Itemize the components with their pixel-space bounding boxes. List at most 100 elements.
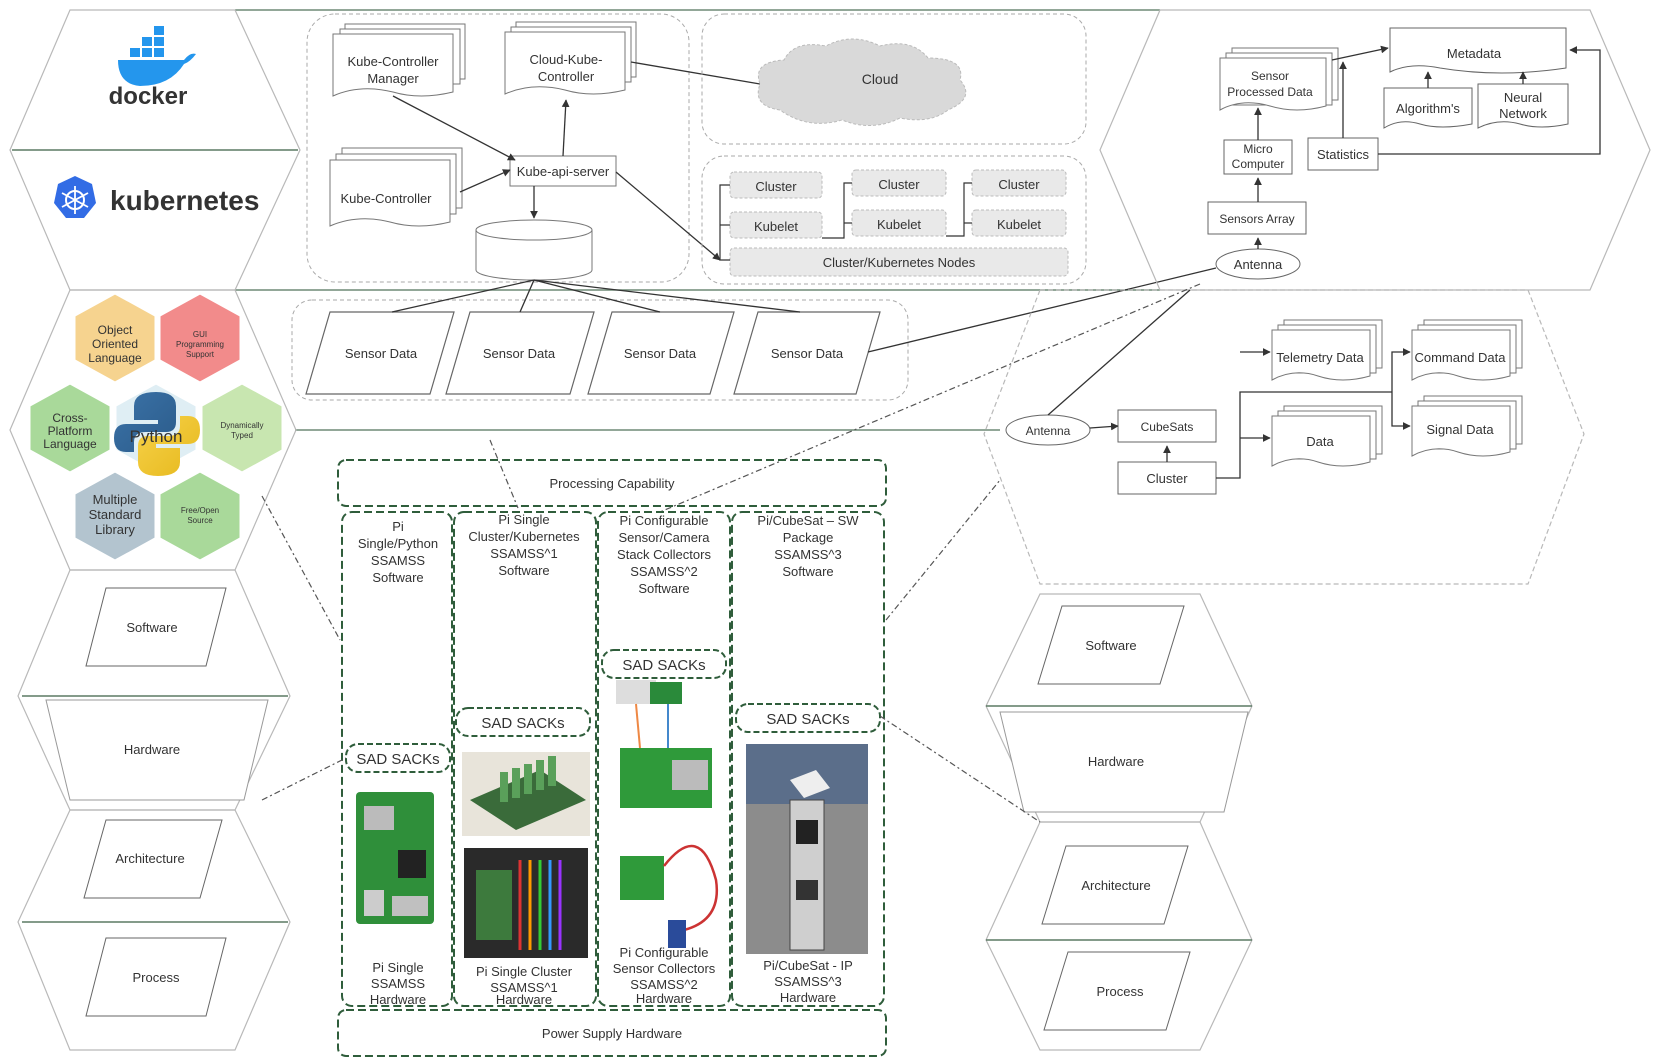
col4-top-1: Pi/CubeSat – SW — [757, 513, 859, 528]
algorithms-label: Algorithm's — [1396, 101, 1460, 116]
col4-top-3: SSAMSS^3 — [774, 547, 842, 562]
docker-logo-text: docker — [109, 83, 188, 110]
right-architecture: Architecture — [1081, 878, 1150, 893]
processing-label: Processing Capability — [549, 476, 675, 491]
processed-2: Processed Data — [1227, 85, 1313, 99]
kubelet-3-label: Kubelet — [997, 217, 1041, 232]
oo-3: Language — [88, 351, 142, 365]
processed-1: Sensor — [1251, 69, 1289, 83]
telemetry-label: Telemetry Data — [1276, 350, 1364, 365]
dyn-2: Typed — [231, 431, 253, 440]
left-architecture: Architecture — [115, 851, 184, 866]
col3-top-4: SSAMSS^2 — [630, 564, 698, 579]
cubesat-image — [746, 744, 868, 954]
col3-bottom-1: Pi Configurable — [620, 945, 709, 960]
cubesat-region: Antenna CubeSats Cluster Telemetry Data … — [659, 283, 1585, 585]
free-2: Source — [187, 516, 213, 525]
sensor-data-4: Sensor Data — [771, 346, 844, 361]
col1-bottom-1: Pi Single — [372, 960, 423, 975]
cloud-icon — [757, 38, 967, 126]
kubelet-2-label: Kubelet — [877, 217, 921, 232]
metadata-label: Metadata — [1447, 46, 1502, 61]
kube-api-server-label: Kube-api-server — [517, 164, 610, 179]
python-hexagon-region: Python Object Oriented Language GUI Prog… — [9, 289, 297, 571]
col1-top-1: Pi — [392, 519, 404, 534]
right-layers: Software Hardware Architecture Process — [985, 593, 1253, 1051]
col1-top-4: Software — [372, 570, 423, 585]
col1-bottom-2: SSAMSS — [371, 976, 426, 991]
col4-bottom-3: Hardware — [780, 990, 836, 1005]
oo-1: Object — [98, 323, 133, 337]
col2-bottom-2: SSAMSS^1 — [490, 980, 558, 995]
cloud-kube-controller: Cloud-Kube- Controller — [504, 21, 637, 95]
kc-label: Kube-Controller — [340, 191, 432, 206]
col3-top-3: Stack Collectors — [617, 547, 711, 562]
pi-board-image — [356, 792, 434, 924]
ml-2: Standard — [89, 507, 142, 522]
cluster-1-label: Cluster — [755, 179, 797, 194]
col3-bottom-2: Sensor Collectors — [613, 961, 716, 976]
neural-2: Network — [1499, 106, 1547, 121]
ckc-line1: Cloud-Kube- — [530, 52, 603, 67]
cluster-bottom-label: Cluster — [1146, 471, 1188, 486]
power-label: Power Supply Hardware — [542, 1026, 682, 1041]
cp-2: Platform — [48, 424, 93, 438]
command-label: Command Data — [1414, 350, 1506, 365]
col4-bottom-1: Pi/CubeSat - IP — [763, 958, 853, 973]
dyn-1: Dynamically — [220, 421, 263, 430]
python-center: Python — [130, 427, 183, 446]
cp-3: Language — [43, 437, 97, 451]
sensor-camera-image — [616, 680, 719, 948]
col1-bottom-3: Hardware — [370, 992, 426, 1007]
kubernetes-logo-text: kubernetes — [110, 185, 259, 216]
ml-3: Library — [95, 522, 135, 537]
sensors-array-label: Sensors Array — [1219, 212, 1294, 226]
sensor-data-3: Sensor Data — [624, 346, 697, 361]
col4-top-4: Software — [782, 564, 833, 579]
python-icon — [114, 392, 200, 476]
right-software: Software — [1085, 638, 1136, 653]
neural-1: Neural — [1504, 90, 1542, 105]
col3-bottom-3: SSAMSS^2 — [630, 977, 698, 992]
col2-top-1: Pi Single — [498, 512, 549, 527]
antenna-bottom-label: Antenna — [1026, 424, 1071, 438]
col4-bottom-2: SSAMSS^3 — [774, 974, 842, 989]
signal-label: Signal Data — [1426, 422, 1494, 437]
kcm-line1: Kube-Controller — [347, 54, 439, 69]
statistics-label: Statistics — [1317, 147, 1370, 162]
sensor-pipeline-region: Metadata Sensor Processed Data Algorithm… — [1099, 9, 1651, 291]
micro-2: Computer — [1232, 157, 1285, 171]
etcd-database-icon — [475, 219, 593, 281]
sad-1: SAD SACKs — [356, 751, 439, 768]
kube-controller: Kube-Controller — [329, 147, 463, 227]
sad-4: SAD SACKs — [766, 711, 849, 728]
pi-cluster-image — [462, 752, 590, 958]
cloud-region: Cloud — [701, 13, 1087, 145]
col2-top-3: SSAMSS^1 — [490, 546, 558, 561]
cluster-2-label: Cluster — [878, 177, 920, 192]
right-hardware: Hardware — [1088, 754, 1144, 769]
col4-top-2: Package — [783, 530, 834, 545]
dashed-connectors — [261, 439, 1041, 823]
gui-3: Support — [186, 350, 215, 359]
col2-bottom-1: Pi Single Cluster — [476, 964, 573, 979]
data-label: Data — [1306, 434, 1334, 449]
left-software: Software — [126, 620, 177, 635]
cloud-label: Cloud — [862, 71, 899, 87]
oo-2: Oriented — [92, 337, 138, 351]
ssamss-center: Processing Capability Power Supply Hardw… — [337, 459, 887, 1057]
col3-top-5: Software — [638, 581, 689, 596]
sad-3: SAD SACKs — [622, 657, 705, 674]
docker-icon — [118, 26, 196, 86]
sad-2: SAD SACKs — [481, 715, 564, 732]
ml-1: Multiple — [93, 492, 138, 507]
col2-bottom-3: Hardware — [496, 992, 552, 1007]
right-process: Process — [1097, 984, 1144, 999]
cp-1: Cross- — [52, 411, 87, 425]
col1-top-3: SSAMSS — [371, 553, 426, 568]
kcm-line2: Manager — [367, 71, 419, 86]
col3-bottom-4: Hardware — [636, 991, 692, 1006]
left-hardware: Hardware — [124, 742, 180, 757]
kubernetes-icon — [54, 176, 96, 218]
antenna-top-label: Antenna — [1234, 257, 1283, 272]
